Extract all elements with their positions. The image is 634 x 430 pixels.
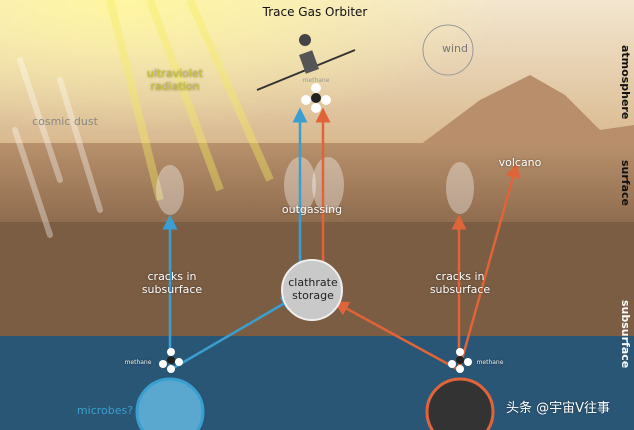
- cosmic-dust-streaks: [12, 57, 103, 238]
- orbiter-satellite-icon: [256, 34, 356, 91]
- methane-molecule-icon: [159, 83, 472, 373]
- cosmic-dust-label: cosmic dust: [32, 115, 98, 128]
- arrows: [162, 107, 521, 372]
- methane-top-label: methane: [302, 77, 330, 84]
- uv-rays: [106, 0, 274, 201]
- watermark: 头条 @宇宙V往事: [505, 401, 611, 416]
- cracks-right-label: cracks in subsurface: [429, 270, 491, 296]
- cracks-left-label: cracks in subsurface: [141, 270, 203, 296]
- layer-atmosphere: atmosphere: [619, 45, 632, 120]
- surface-layer: [0, 143, 634, 223]
- clathrate-storage-circle: [281, 259, 343, 321]
- layer-subsurface: subsurface: [619, 300, 632, 369]
- wind-icon: [422, 24, 474, 76]
- deep-water-layer: [0, 336, 634, 430]
- methane-left-label: methane: [124, 359, 152, 366]
- microbes-image: [135, 377, 205, 430]
- microbes-label: microbes?: [76, 404, 134, 417]
- layer-surface: surface: [619, 160, 632, 206]
- methane-right-label: methane: [476, 359, 504, 366]
- wind-label: wind: [441, 42, 468, 55]
- uv-label: ultraviolet radiation: [146, 67, 204, 93]
- volcano-mountain: [420, 75, 634, 150]
- outgassing-label: outgassing: [281, 203, 343, 216]
- rock-image: [425, 377, 495, 430]
- volcano-label: volcano: [498, 156, 542, 169]
- outgassing-plumes: [156, 157, 474, 215]
- orbiter-title: Trace Gas Orbiter: [262, 5, 368, 19]
- clathrate-label: clathrate storage: [288, 276, 338, 302]
